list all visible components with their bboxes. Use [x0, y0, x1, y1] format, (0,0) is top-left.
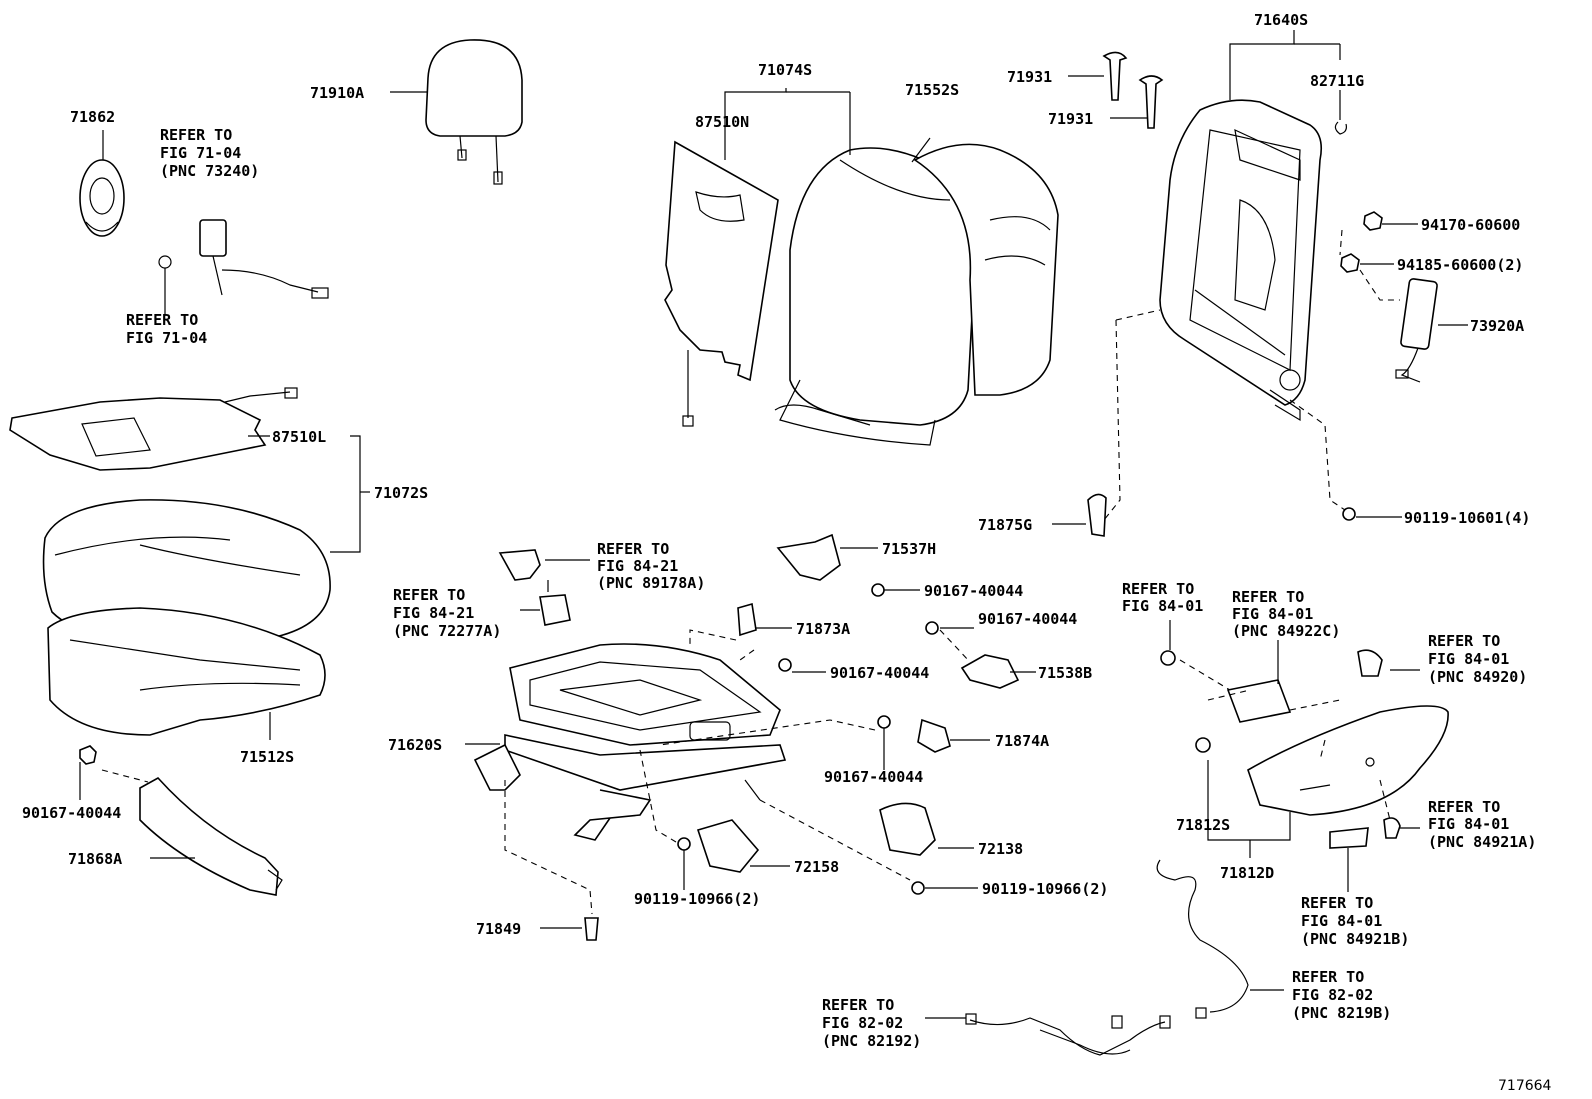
- label-71538B: 71538B: [1038, 664, 1092, 682]
- refer-84921B: REFER TO FIG 84-01 (PNC 84921B): [1301, 894, 1409, 948]
- label-90167-40044-b: 90167-40044: [978, 610, 1077, 628]
- part-82711G-clip: [1334, 121, 1347, 135]
- label-71620S: 71620S: [388, 736, 442, 754]
- refer-89178A: REFER TO FIG 84-21 (PNC 89178A): [597, 540, 705, 592]
- part-71931-clips: [1102, 51, 1164, 129]
- label-71862: 71862: [70, 108, 115, 126]
- part-71868A-cushion-shield: [79, 745, 283, 896]
- label-71875G: 71875G: [978, 516, 1032, 534]
- refer-fig-84-01: REFER TO FIG 84-01: [1122, 580, 1203, 615]
- part-71620S-seat-adjuster: [473, 643, 787, 841]
- label-94185-60600: 94185-60600(2): [1397, 256, 1523, 274]
- label-71072S: 71072S: [374, 484, 428, 502]
- part-nuts: [1340, 211, 1383, 273]
- label-71812S: 71812S: [1176, 816, 1230, 834]
- label-71812D: 71812D: [1220, 864, 1274, 882]
- refer-84922C: REFER TO FIG 84-01 (PNC 84922C): [1232, 588, 1340, 640]
- leader-lines: [79, 30, 1468, 1019]
- label-71874A: 71874A: [995, 732, 1049, 750]
- label-71931-lower: 71931: [1048, 110, 1093, 128]
- part-side-shield: [1160, 649, 1449, 849]
- label-71931-upper: 71931: [1007, 68, 1052, 86]
- refer-72277A: REFER TO FIG 84-21 (PNC 72277A): [393, 586, 501, 640]
- refer-fig-71-04: REFER TO FIG 71-04: [126, 311, 207, 347]
- label-90167-40044-a: 90167-40044: [924, 582, 1023, 600]
- part-71552S-back-pad: [911, 137, 1059, 396]
- part-73920A-side-airbag: [1395, 278, 1438, 383]
- label-71512S: 71512S: [240, 748, 294, 766]
- part-wire-harness: [965, 859, 1249, 1056]
- part-71862-cap: [79, 159, 125, 237]
- label-90167-40044-e: 90167-40044: [22, 804, 121, 822]
- label-90119-10601: 90119-10601(4): [1404, 509, 1530, 527]
- label-87510L: 87510L: [272, 428, 326, 446]
- refer-82192: REFER TO FIG 82-02 (PNC 82192): [822, 996, 921, 1050]
- figure-id: 717664: [1498, 1078, 1552, 1094]
- refer-84920: REFER TO FIG 84-01 (PNC 84920): [1428, 632, 1527, 686]
- refer-notes: REFER TO FIG 71-04 (PNC 73240) REFER TO …: [126, 126, 1536, 1050]
- label-71074S: 71074S: [758, 61, 812, 79]
- part-seat-belt-buckle: [158, 219, 329, 312]
- label-71910A: 71910A: [310, 84, 364, 102]
- part-71910A-headrest: [425, 39, 523, 185]
- part-71640S-back-frame: [1159, 99, 1323, 422]
- refer-8219B: REFER TO FIG 82-02 (PNC 8219B): [1292, 968, 1391, 1022]
- part-87510L-seat-heater: [9, 387, 298, 471]
- label-72158: 72158: [794, 858, 839, 876]
- label-71868A: 71868A: [68, 850, 122, 868]
- part-71512S-seat-pad: [47, 607, 326, 736]
- label-71640S: 71640S: [1254, 11, 1308, 29]
- label-82711G: 82711G: [1310, 72, 1364, 90]
- label-71849: 71849: [476, 920, 521, 938]
- label-87510N: 87510N: [695, 113, 749, 131]
- label-73920A: 73920A: [1470, 317, 1524, 335]
- label-71537H: 71537H: [882, 540, 936, 558]
- refer-73240: REFER TO FIG 71-04 (PNC 73240): [160, 126, 259, 180]
- part-71074S-back-cover: [774, 147, 979, 446]
- label-90167-40044-c: 90167-40044: [830, 664, 929, 682]
- label-90119-10966-a: 90119-10966(2): [634, 890, 760, 908]
- label-94170-60600: 94170-60600: [1421, 216, 1520, 234]
- part-brackets: [498, 493, 1107, 873]
- label-71873A: 71873A: [796, 620, 850, 638]
- label-71552S: 71552S: [905, 81, 959, 99]
- part-87510N-back-heater: [664, 140, 779, 427]
- refer-84921A: REFER TO FIG 84-01 (PNC 84921A): [1428, 798, 1536, 851]
- label-90167-40044-d: 90167-40044: [824, 768, 923, 786]
- label-90119-10966-b: 90119-10966(2): [982, 880, 1108, 898]
- part-labels: 71862 71910A 71074S 87510N 71552S 71931 …: [22, 11, 1530, 938]
- part-screws: [584, 507, 1356, 941]
- label-72138: 72138: [978, 840, 1023, 858]
